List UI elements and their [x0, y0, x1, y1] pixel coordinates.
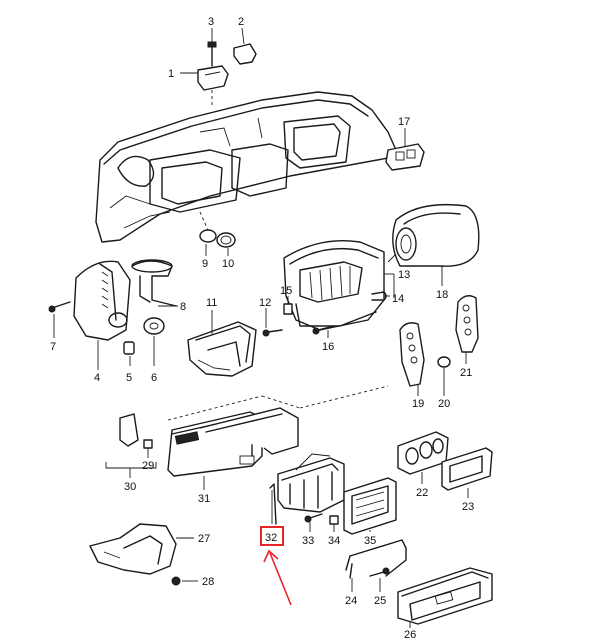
part-7-screw [48, 301, 71, 338]
label-5: 5 [126, 372, 132, 384]
label-33: 33 [302, 535, 314, 547]
label-23: 23 [462, 501, 474, 513]
label-35: 35 [364, 535, 376, 547]
label-14: 14 [392, 293, 404, 305]
label-25: 25 [374, 595, 386, 607]
label-30: 30 [124, 481, 136, 493]
part-13-center-vent-frame [283, 240, 395, 331]
label-31: 31 [198, 493, 210, 505]
part-16-screw [312, 325, 335, 338]
label-26: 26 [404, 629, 416, 641]
label-8: 8 [180, 301, 186, 313]
part-17-switch [385, 128, 425, 171]
part-26-tray [397, 567, 493, 628]
part-27-bracket [89, 523, 194, 575]
part-12-screw [262, 308, 283, 337]
label-19: 19 [412, 398, 424, 410]
label-15: 15 [280, 285, 292, 297]
label-17: 17 [398, 116, 410, 128]
part-20-knob [437, 356, 451, 396]
dashboard-panel [95, 91, 397, 243]
label-11: 11 [206, 297, 217, 309]
part-24-bracket [345, 539, 407, 592]
label-13: 13 [398, 269, 410, 281]
part-bracket-frame [277, 453, 345, 513]
label-9: 9 [202, 258, 208, 270]
part-31-radio-unit [167, 407, 299, 490]
label-29: 29 [142, 460, 154, 472]
label-10: 10 [222, 258, 234, 270]
part-9-clip [199, 229, 217, 256]
part-25-screw [369, 567, 390, 592]
part-18-airbag [387, 203, 480, 286]
highlight-arrow [263, 549, 292, 606]
label-21: 21 [460, 367, 472, 379]
label-1: 1 [168, 68, 174, 80]
part-3-screw [207, 28, 217, 67]
label-27: 27 [198, 533, 210, 545]
part-4-vent-housing [73, 260, 131, 370]
label-28: 28 [202, 576, 214, 588]
part-6-knob [143, 317, 165, 366]
part-35-faceplate [343, 477, 397, 535]
part-14-clip [371, 291, 390, 301]
highlight-box-part-32 [260, 526, 284, 546]
label-4: 4 [94, 372, 100, 384]
part-5-button [123, 341, 135, 366]
part-28-nut [171, 576, 198, 586]
label-22: 22 [416, 487, 428, 499]
part-15-clip [283, 296, 293, 315]
part-19-switch-panel [399, 322, 425, 396]
part-22-control-panel [397, 431, 449, 484]
part-2-sensor [233, 27, 257, 65]
label-2: 2 [238, 16, 244, 28]
part-23-trim-frame [441, 447, 493, 498]
label-24: 24 [345, 595, 357, 607]
label-16: 16 [322, 341, 334, 353]
label-7: 7 [50, 341, 56, 353]
part-21-switch-panel [455, 295, 479, 364]
part-34-clip [329, 515, 339, 532]
part-11-duct [187, 310, 257, 377]
part-1-bracket [197, 65, 229, 91]
label-34: 34 [328, 535, 340, 547]
part-32-bracket [269, 483, 277, 525]
label-20: 20 [438, 398, 450, 410]
label-3: 3 [208, 16, 214, 28]
part-8-bracket [131, 259, 178, 307]
callout-labels: 1 2 3 4 5 6 7 8 9 10 11 12 13 14 15 16 1… [50, 16, 474, 641]
label-32: 32 [265, 532, 277, 544]
part-10-ring [216, 232, 236, 256]
label-6: 6 [151, 372, 157, 384]
part-29-bracket [119, 413, 153, 458]
part-33-screw [304, 513, 323, 532]
label-18: 18 [436, 289, 448, 301]
label-12: 12 [259, 297, 271, 309]
